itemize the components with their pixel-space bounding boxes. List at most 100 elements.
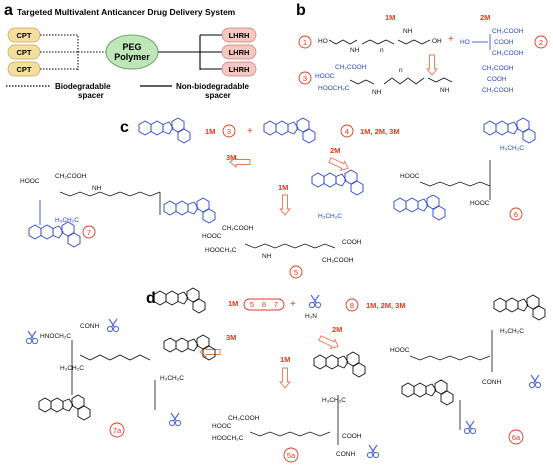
b-compound-1-badge	[298, 35, 312, 49]
c-compound-5-structure: HOOC CH₂COOH HOOCH₂C NH COOH CH₂COOH	[202, 225, 362, 264]
legend-nonbio-line1: Non-biodegradable	[176, 82, 249, 91]
c-compound-7-structure: HOOC CH₂COOH NH H₃CH₂C	[20, 173, 215, 247]
d5a-cooh: COOH	[342, 433, 362, 440]
panel-b-label: b	[296, 2, 306, 19]
c-arrow-2m-label: 2M	[330, 146, 340, 155]
c6-hooc2: HOOC	[470, 200, 490, 207]
c5-cooh: COOH	[342, 239, 362, 246]
d5a-ethyl: H₃CH₂C	[322, 397, 346, 404]
legend-nonbio-line2: spacer	[205, 91, 231, 100]
c5-hoocch2: HOOCH₂C	[205, 247, 237, 254]
c-arrow-1m	[279, 194, 291, 216]
c-cmpd7-number: 7	[87, 228, 91, 237]
peg-label-line2: Polymer	[114, 52, 150, 62]
c-cmpd5-badge	[289, 265, 303, 279]
b-plus: +	[448, 34, 454, 45]
panel-a-label: a	[4, 2, 13, 19]
d6a-ethyl: H₃CH₂C	[500, 328, 524, 335]
c5-nh: NH	[262, 253, 272, 260]
d-scissor-icon	[308, 294, 322, 309]
d-cmpd-5: 5	[250, 300, 254, 309]
b-c3-hooc-left: HOOC	[315, 73, 335, 80]
d-top-1m: 1M	[228, 299, 238, 308]
b-c1-ho: HO	[318, 38, 328, 45]
d-arrow-2m-label: 2M	[332, 325, 342, 334]
b-c1-oh: OH	[432, 38, 442, 45]
b-c3-n: n	[399, 67, 403, 74]
b-c1-nh: NH	[350, 47, 360, 54]
legend-biodegradable-line1: Biodegradable	[55, 82, 111, 91]
non-biodegradable-spacer-lines	[158, 34, 222, 70]
d5a-scissor-icon	[366, 444, 380, 459]
c5-ch2cooh2: CH₂COOH	[322, 257, 354, 264]
b-c3-ch2cooh-right2: CH₂COOH	[482, 87, 514, 94]
lhrh-label-1: LHRH	[229, 31, 250, 40]
d-cmpd-6: 6	[262, 300, 266, 309]
lhrh-label-3: LHRH	[229, 65, 250, 74]
b-c2-ho: HO	[460, 39, 470, 46]
b-compound-2-number: 2	[539, 38, 543, 47]
legend-biodegradable-line2: spacer	[78, 91, 104, 100]
b-compound-3-structure: CH₂COOH HOOC HOOCH₂C NH n NH CH₂COOH COO…	[315, 64, 514, 96]
b-c3-cooh-right: COOH	[487, 76, 507, 83]
b-c3-ch2cooh-left: CH₂COOH	[335, 64, 367, 71]
cpt-label-3: CPT	[17, 65, 32, 74]
c-compound-6-structure: H₃CH₂C H₃CH₂C HOOC HOOC	[312, 118, 535, 220]
d7a-ethyl2: H₃CH₂C	[160, 375, 184, 382]
c-cmpd4-number: 4	[345, 127, 349, 136]
lhrh-group: LHRH LHRH LHRH	[221, 27, 257, 77]
d6a-scissor-icon-2	[463, 420, 477, 435]
d6a-scissor-icon-1	[528, 374, 542, 389]
panel-a-title: Targeted Multivalent Anticancer Drug Del…	[17, 7, 236, 17]
b-c3-nh2: NH	[440, 87, 450, 94]
d7a-conh: CONH	[80, 323, 99, 330]
c5-ch2cooh: CH₂COOH	[222, 225, 254, 232]
b-compound-2-badge	[534, 35, 548, 49]
c7-ethyl: H₃CH₂C	[55, 217, 79, 224]
d-cmpd8-badge	[345, 298, 359, 312]
d-compound-7a-structure: HNOCH₂C CONH H₃CH₂C H₃CH₂C	[25, 318, 215, 427]
lhrh-pill-2	[221, 44, 257, 60]
c-top-1m: 1M	[205, 127, 215, 136]
d-arrow-1m-label: 1M	[280, 355, 290, 364]
d-arrow-2m	[317, 333, 341, 352]
b-c2-cooh: COOH	[494, 39, 514, 46]
cpt-label-1: CPT	[17, 31, 32, 40]
b-reagent-1m: 1M	[385, 13, 395, 22]
d-cond8: 1M, 2M, 3M	[366, 301, 406, 310]
b-compound-3-number: 3	[303, 74, 307, 83]
d-cmpd7a-number: 7a	[113, 426, 122, 435]
c6-ethyl: H₃CH₂C	[318, 213, 342, 220]
c-arrow-1m-label: 1M	[278, 183, 288, 192]
c-cmpd7-badge	[82, 225, 96, 239]
d-cmpd6a-number: 6a	[512, 433, 521, 442]
lhrh-pill-1	[221, 27, 257, 43]
panel-c-label: c	[120, 119, 129, 136]
lhrh-pill-3	[221, 61, 257, 77]
d-arrow-1m	[279, 367, 291, 389]
d-cmpd8-number: 8	[350, 301, 354, 310]
d5a-hooc: HOOC	[212, 423, 232, 430]
c-cmpd6-badge	[509, 207, 523, 221]
c7-hooc: HOOC	[20, 178, 40, 185]
b-c3-ch2cooh-right1: CH₂COOH	[482, 65, 514, 72]
d-compound-5a-structure: HOOC CH₂COOH HOOCH₂C COOH CONH H₃CH₂C	[212, 352, 380, 459]
d-arrow-3m-label: 3M	[226, 333, 236, 342]
d-cmpd6a-badge	[508, 429, 524, 445]
d-cmpd-group-badge: 5 6 7	[243, 298, 285, 311]
d-cmpd7a-badge	[109, 422, 125, 438]
b-reaction-arrow	[426, 54, 438, 76]
d7a-ethyl: H₃CH₂C	[60, 365, 84, 372]
d7a-scissor-icon-1	[25, 330, 39, 345]
d6a-hooc: HOOC	[390, 347, 410, 354]
d7a-hnoc: HNOCH₂C	[40, 333, 71, 340]
d7a-scissor-icon-2	[106, 318, 120, 333]
cpt-group: CPT CPT CPT	[7, 27, 41, 77]
b-c1-n: n	[380, 47, 384, 54]
c-cmpd5-number: 5	[294, 268, 298, 277]
b-c2-ch2cooh-top: CH₂COOH	[492, 28, 524, 35]
b-c3-hoocch2-left: HOOCH₂C	[318, 85, 350, 92]
d-plus: +	[290, 299, 296, 310]
c6-hooc: HOOC	[400, 173, 420, 180]
